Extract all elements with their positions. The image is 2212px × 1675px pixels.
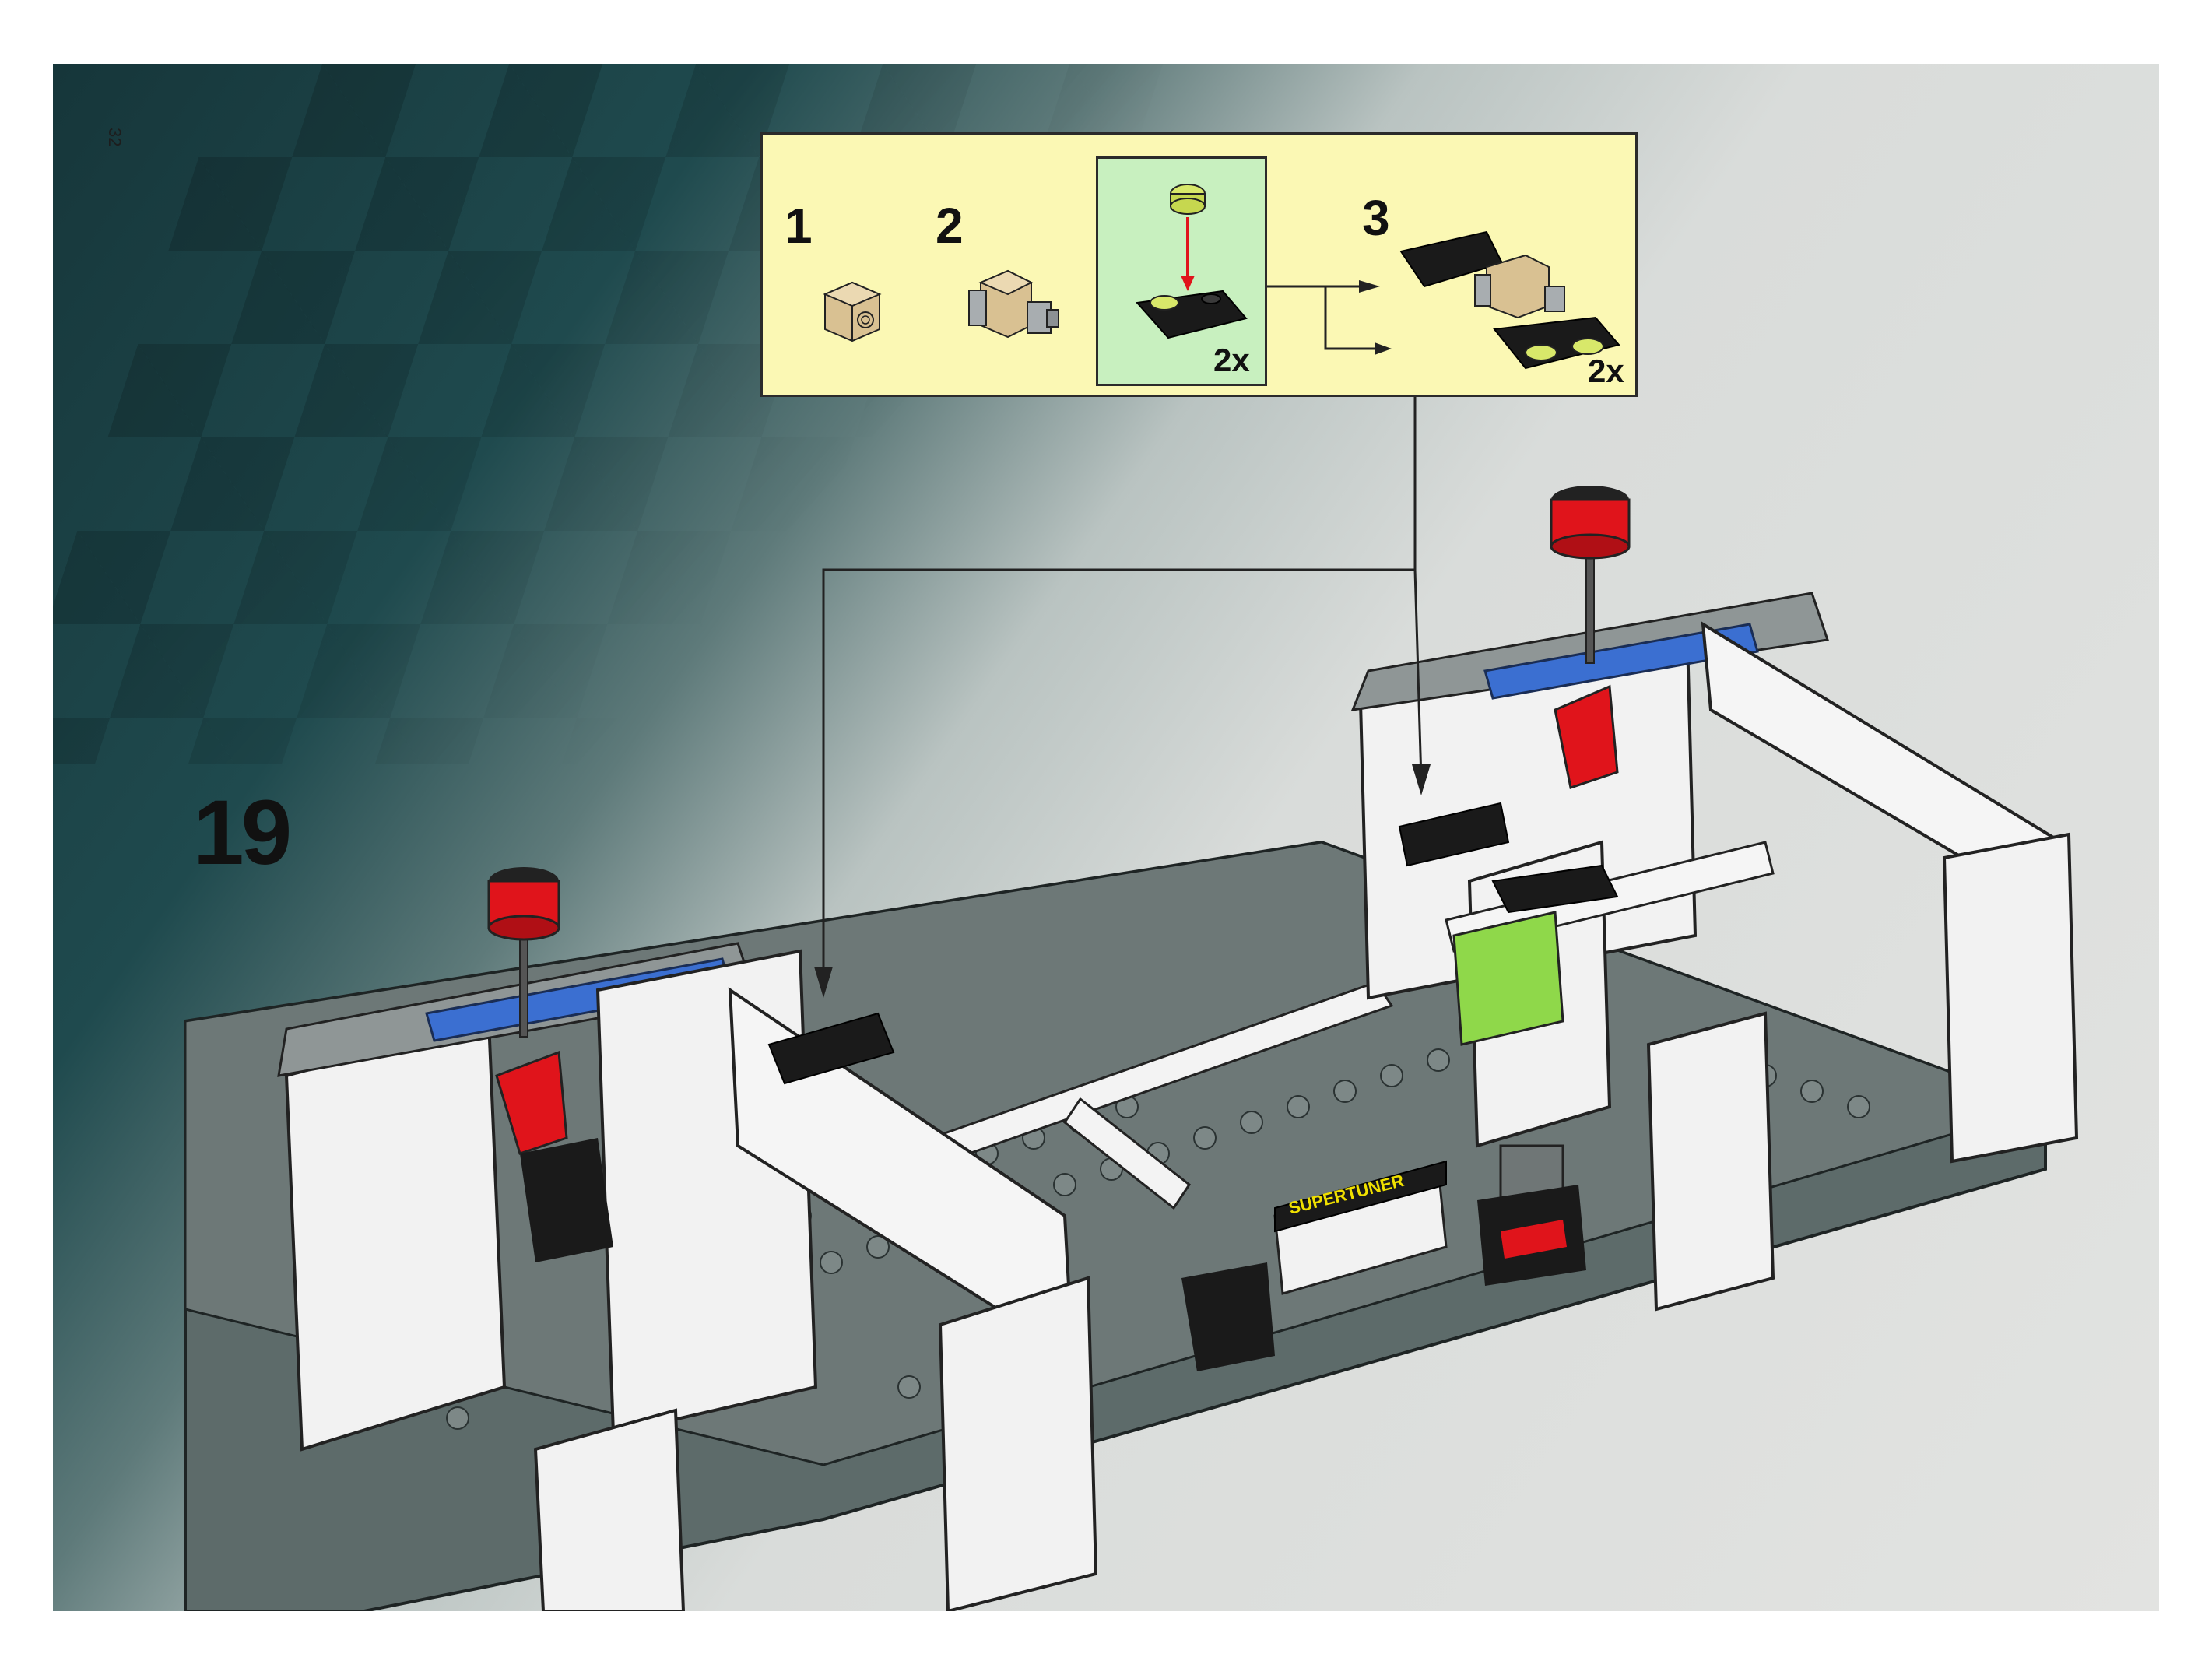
instruction-page: 32 19 1 2 3 2x 2x — [53, 64, 2159, 1611]
placement-guide-arrows — [53, 64, 2159, 1611]
